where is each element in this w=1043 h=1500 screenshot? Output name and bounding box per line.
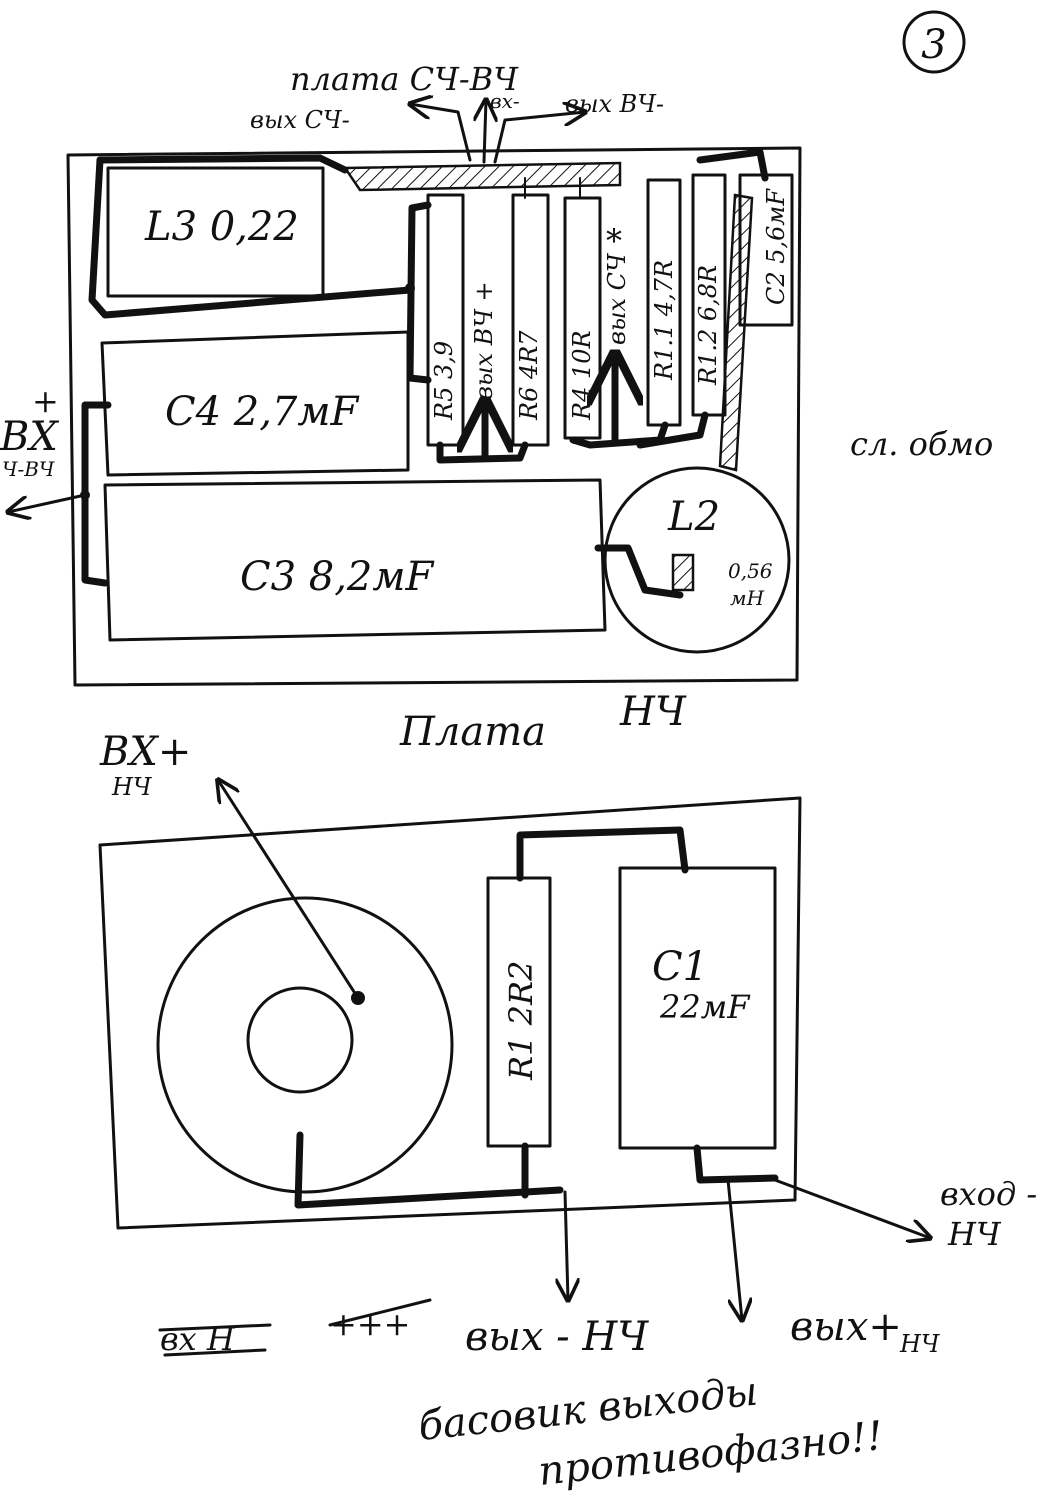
c1-bottom-wire (693, 1144, 779, 1184)
inductor-l2 (603, 466, 791, 654)
inductor-l1-inner (246, 986, 354, 1094)
c2-label: C2 5,6мF (762, 188, 790, 305)
page-number-circle (902, 10, 966, 74)
input-plus-node (80, 490, 90, 500)
c2-top-wire (696, 148, 769, 182)
c4-label: C4 2,7мF (165, 389, 360, 435)
bottom-board-title-suffix: НЧ (619, 689, 687, 735)
l3-junction (405, 283, 415, 293)
lf-input-minus-label: вход - (940, 1175, 1037, 1213)
input-plus-sign: + (32, 382, 59, 420)
l3-ground-wire (88, 156, 414, 319)
lf-output-minus-label: вых - НЧ (465, 1314, 649, 1360)
r1-c1-top-wire (516, 826, 689, 882)
r4-r11-bottom-wire (569, 421, 669, 449)
out-mid-minus-wire (410, 104, 472, 162)
in-minus-wire (484, 100, 486, 164)
input-bx-label: ВХ (0, 414, 59, 460)
lf-output-plus-sub: НЧ (899, 1330, 941, 1358)
l3-label: L3 0,22 (144, 204, 299, 250)
ground-bus-left-wire (96, 154, 349, 174)
lf-input-minus-wire (773, 1178, 930, 1238)
inductor-l3 (106, 166, 325, 298)
resistor-r6 (511, 193, 550, 447)
crossed-out-label-2: +++ (330, 1305, 410, 1343)
r1-label: R1 2R2 (502, 961, 540, 1081)
asterisk-c4: * (606, 222, 622, 260)
c3-label: C3 8,2мF (240, 554, 435, 600)
crossed-out-strike-2 (328, 1298, 432, 1327)
resistor-r5 (426, 193, 465, 447)
page-number: 3 (921, 22, 946, 68)
capacitor-c3 (103, 478, 607, 642)
bottom-board-outline (98, 796, 802, 1230)
c1-value: 22мF (659, 988, 751, 1026)
resistor-r4 (563, 196, 602, 440)
in-minus-label: вх- (490, 89, 520, 113)
inductor-l1-outer (156, 896, 454, 1194)
r5-label: R5 3,9 (430, 341, 458, 421)
r6-label: R6 4R7 (515, 330, 543, 421)
r1-1-label: R1.1 4,7R (650, 260, 678, 381)
r4-label: R4 10R (568, 330, 596, 421)
lf-input-minus-sub: НЧ (947, 1215, 1002, 1253)
r5-r6-bottom-wire (436, 441, 529, 464)
l2-value: 0,56 (728, 559, 773, 583)
lf-input-plus-label: ВХ+ (99, 729, 191, 775)
l1-bottom-wire (294, 1131, 564, 1209)
l2-hatched-lead (718, 193, 754, 472)
r1-2-label: R1.2 6,8R (694, 265, 722, 386)
top-board-outline (66, 146, 802, 687)
l2-c3-wire (594, 544, 684, 599)
r5-left-wire (406, 201, 432, 384)
resistor-r1-2 (691, 173, 727, 417)
ground-bus (342, 161, 622, 192)
r12-bottom-wire (636, 411, 709, 449)
crossed-out-strike-1 (158, 1323, 272, 1357)
lf-output-plus-label: вых+ (790, 1304, 902, 1350)
out-mid-minus-label: вых СЧ- (250, 106, 350, 134)
top-board-title: плата СЧ-ВЧ (290, 60, 519, 98)
bottom-board-title: Плата (399, 709, 546, 755)
l2-core-tap (671, 553, 695, 592)
lf-input-wire (218, 780, 360, 1000)
c1-label: C1 (652, 944, 708, 990)
lf-input-plus-sub: НЧ (111, 773, 153, 801)
capacitor-c4 (100, 330, 410, 477)
input-sub-label: Ч-ВЧ (2, 457, 55, 481)
lf-output-plus-wire (726, 1178, 742, 1320)
out-mid-plus-label: вых СЧ (603, 252, 631, 345)
l2-label: L2 (667, 494, 720, 540)
out-hf-minus-wire (493, 112, 585, 164)
lf-output-minus-wire (565, 1190, 568, 1300)
side-note: сл. обмо (850, 425, 993, 463)
input-plus-arrow (8, 493, 87, 512)
out-hf-plus-label: вых ВЧ + (470, 281, 498, 400)
l2-unit: мН (730, 586, 765, 610)
